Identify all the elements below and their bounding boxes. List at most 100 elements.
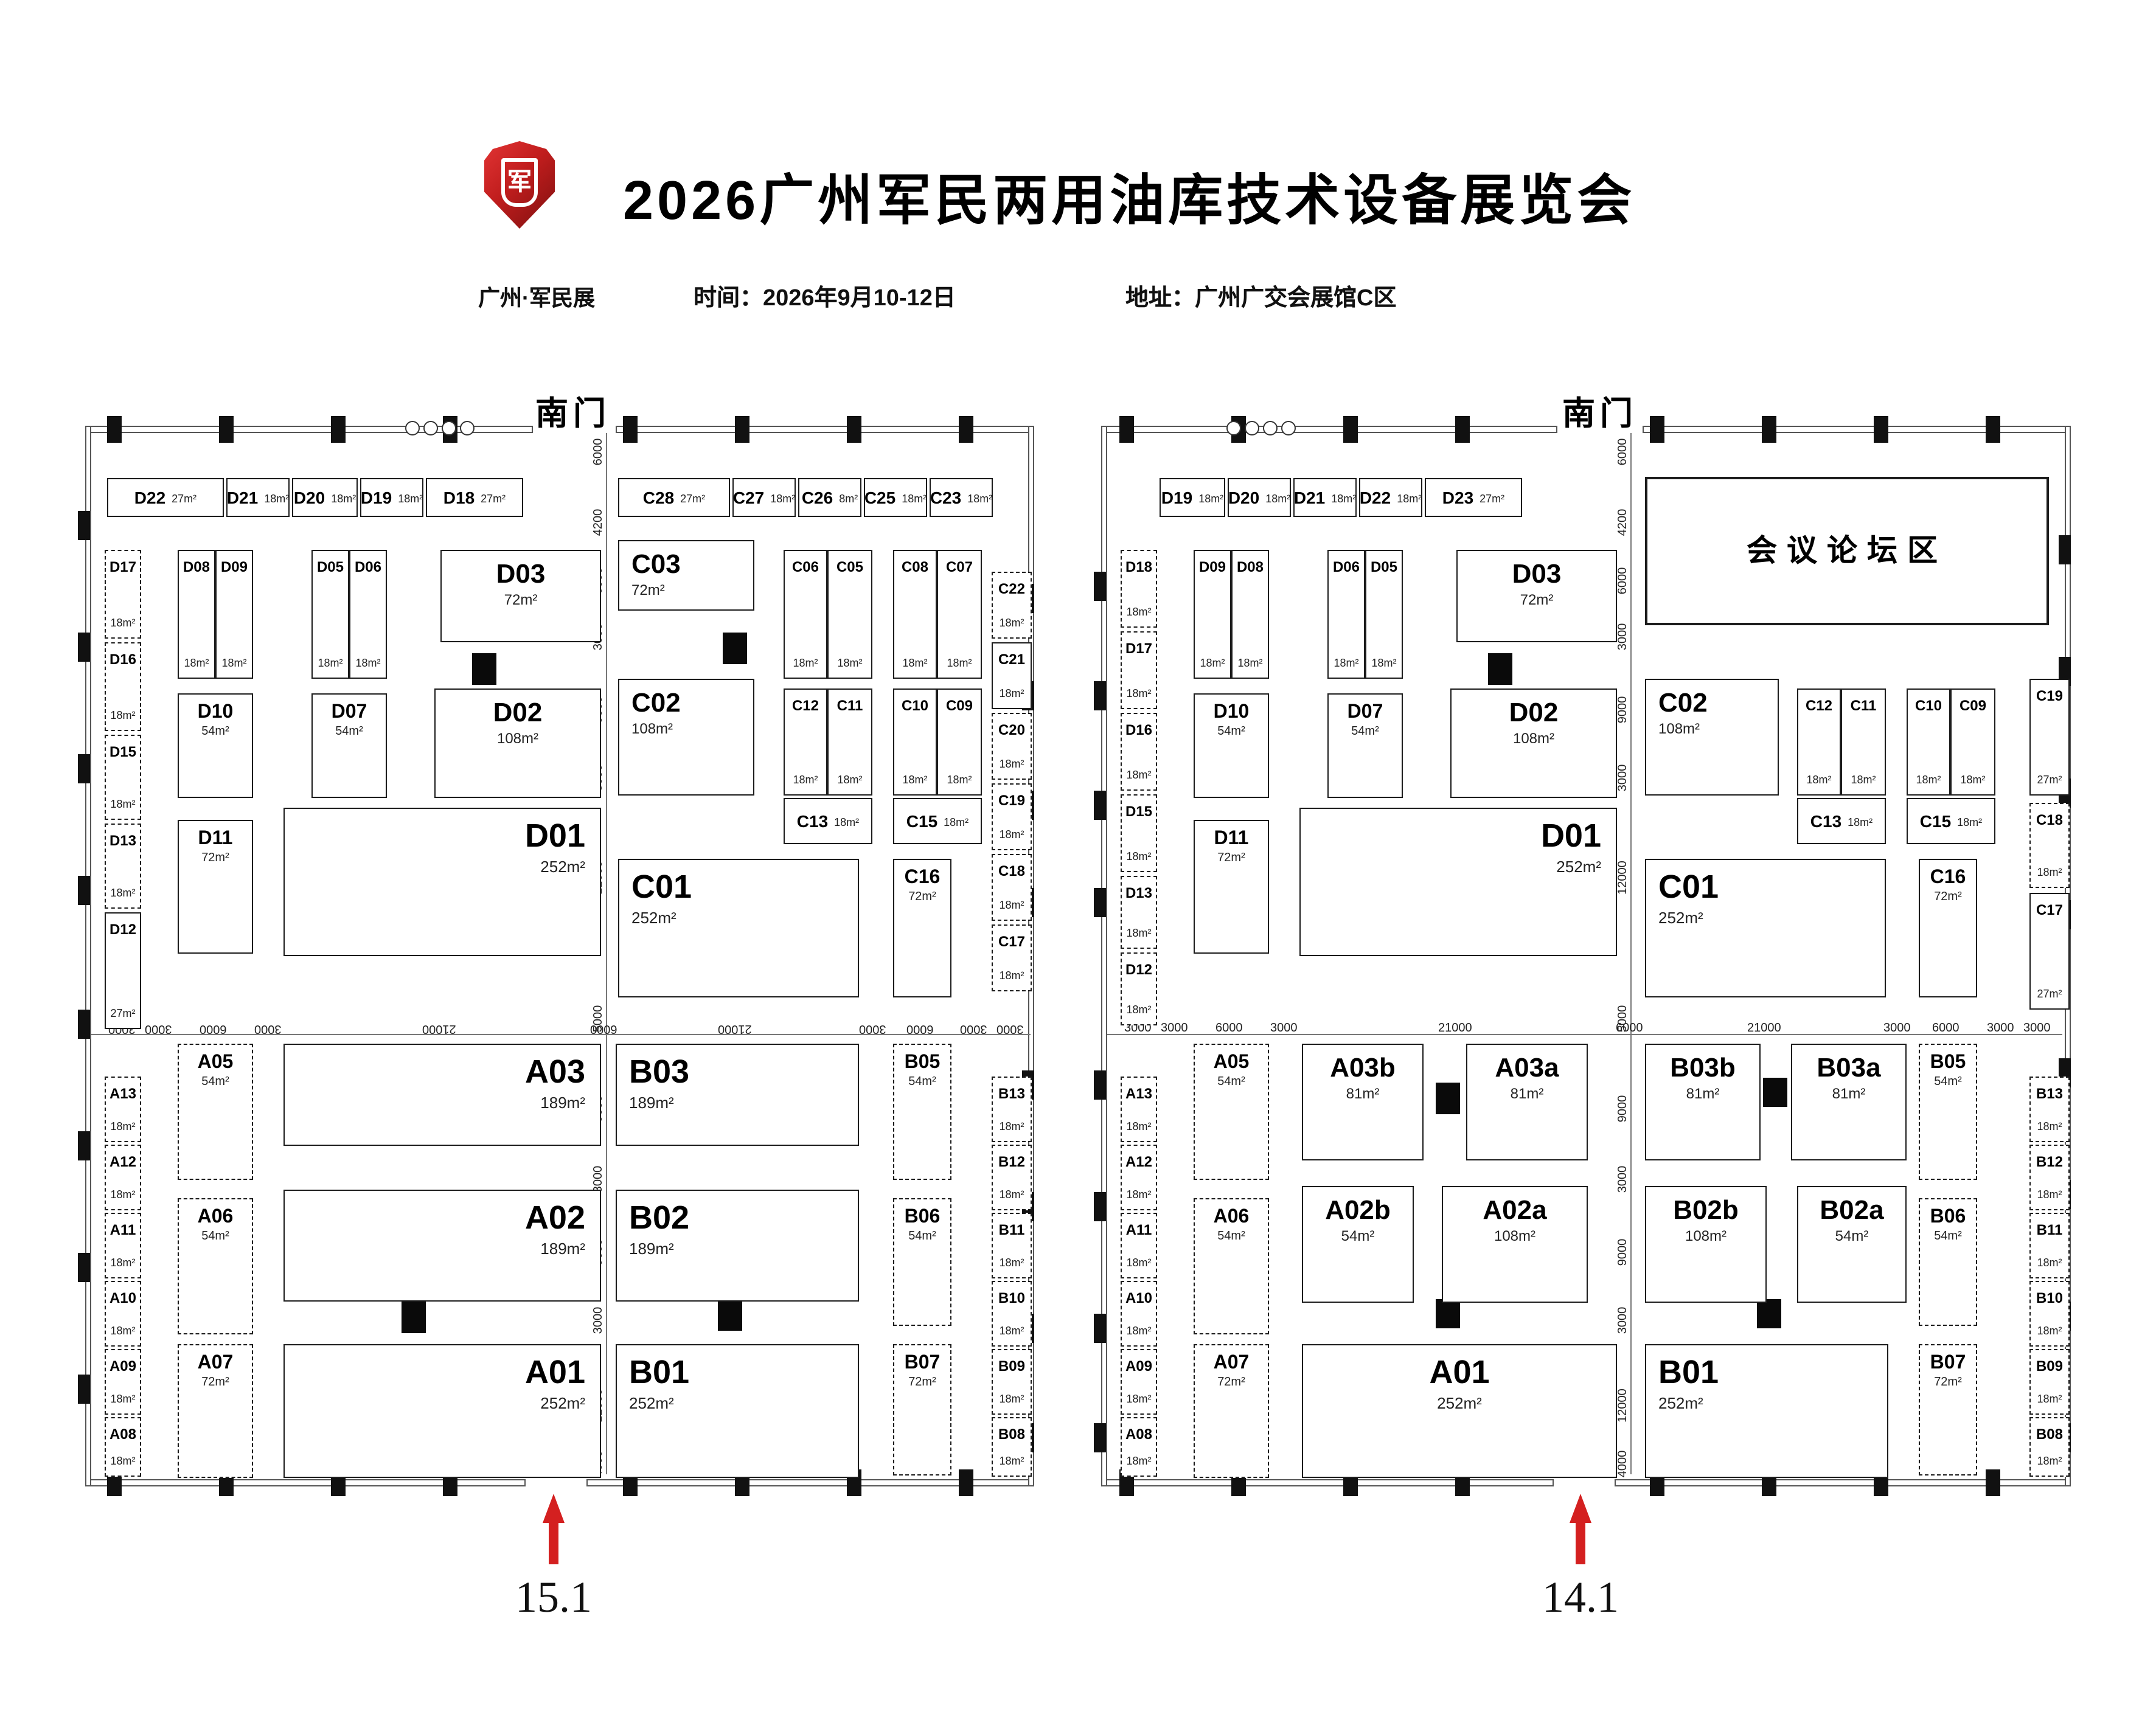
- booth-area: 18m²: [1200, 657, 1225, 669]
- booth-id: C19: [998, 792, 1025, 809]
- booth-area: 18m²: [944, 816, 969, 828]
- booth-area: 18m²: [1237, 657, 1263, 669]
- booth-area: 18m²: [902, 493, 927, 505]
- wall-column: [78, 1253, 90, 1282]
- booth-id: D03: [1512, 558, 1562, 589]
- booth-area: 18m²: [1371, 657, 1397, 669]
- booth-id: D16: [109, 651, 136, 668]
- booth-area: 54m²: [1217, 1230, 1245, 1243]
- wall-column: [1094, 1423, 1106, 1452]
- dimension-label: 4200: [1616, 508, 1630, 536]
- booth-id: C16: [904, 867, 941, 888]
- booth-id: D06: [354, 558, 381, 575]
- wall-column: [1874, 416, 1888, 443]
- booth-id: A03: [524, 1053, 585, 1090]
- wall-column: [1762, 416, 1776, 443]
- booth-id: D01: [524, 817, 585, 854]
- door-leaf-circle-icon: [1263, 421, 1278, 435]
- booth-id: A09: [109, 1358, 136, 1375]
- dimension-label: 6000: [200, 1022, 227, 1035]
- booth-id: C21: [998, 651, 1025, 668]
- conference-forum-area: 会议论坛区: [1645, 477, 2049, 625]
- booth-id: C18: [2036, 811, 2063, 828]
- booth-area: 252m²: [1658, 1394, 1703, 1412]
- structural-pillar: [718, 1302, 742, 1331]
- booth-area: 18m²: [1397, 493, 1422, 505]
- booth-id: C25: [864, 488, 896, 507]
- booth-area: 18m²: [110, 1188, 136, 1201]
- booth-area: 189m²: [540, 1240, 585, 1258]
- booth-area: 18m²: [999, 899, 1024, 911]
- dimension-label: 3000: [1883, 1022, 1911, 1035]
- booth-area: 18m²: [999, 617, 1024, 629]
- booth-area: 18m²: [2037, 1325, 2062, 1337]
- booth-id: A02: [524, 1199, 585, 1236]
- booth-id: C27: [732, 488, 765, 507]
- wall-segment: [1101, 1479, 1554, 1486]
- booth-id: C05: [836, 558, 863, 575]
- door-leaf-circle-icon: [1281, 421, 1296, 435]
- booth-id: A07: [1213, 1353, 1250, 1373]
- booth-id: D15: [109, 743, 136, 760]
- booth-area: 54m²: [201, 1230, 229, 1243]
- booth-id: C01: [1658, 869, 1719, 905]
- booth-id: D22: [1359, 488, 1391, 507]
- booth-area: 252m²: [1556, 858, 1601, 876]
- booth-id: B02a: [1820, 1195, 1884, 1225]
- dimension-line-vertical: [606, 433, 607, 1474]
- booth-area: 108m²: [1685, 1227, 1727, 1244]
- booth-area: 18m²: [110, 1257, 136, 1269]
- page-title: 2026广州军民两用油库技术设备展览会: [623, 169, 1636, 231]
- booth-id: B10: [998, 1289, 1025, 1306]
- dimension-label: 21000: [1747, 1022, 1781, 1035]
- wall-segment: [1101, 426, 1557, 433]
- booth-area: 81m²: [1832, 1085, 1866, 1102]
- booth-area: 81m²: [1346, 1085, 1380, 1102]
- booth-id: D12: [109, 921, 136, 938]
- booth-area: 18m²: [110, 709, 136, 721]
- booth-area: 18m²: [1957, 816, 1983, 828]
- dimension-label: 6000: [590, 1022, 617, 1035]
- booth-id: D18: [443, 488, 475, 507]
- entrance-arrow-icon-hall-15-1: [543, 1494, 565, 1567]
- booth-area: 18m²: [110, 617, 136, 629]
- booth-id: B05: [1930, 1052, 1966, 1073]
- dimension-label: 3000: [859, 1022, 886, 1035]
- dimension-label: 3000: [145, 1022, 172, 1035]
- booth-area: 18m²: [264, 493, 290, 505]
- wall-column: [623, 416, 638, 443]
- dimension-label: 12000: [1616, 861, 1630, 895]
- booth-id: B02: [629, 1199, 690, 1236]
- dimension-label: 3000: [996, 1022, 1024, 1035]
- dimension-label: 3000: [1616, 1306, 1630, 1334]
